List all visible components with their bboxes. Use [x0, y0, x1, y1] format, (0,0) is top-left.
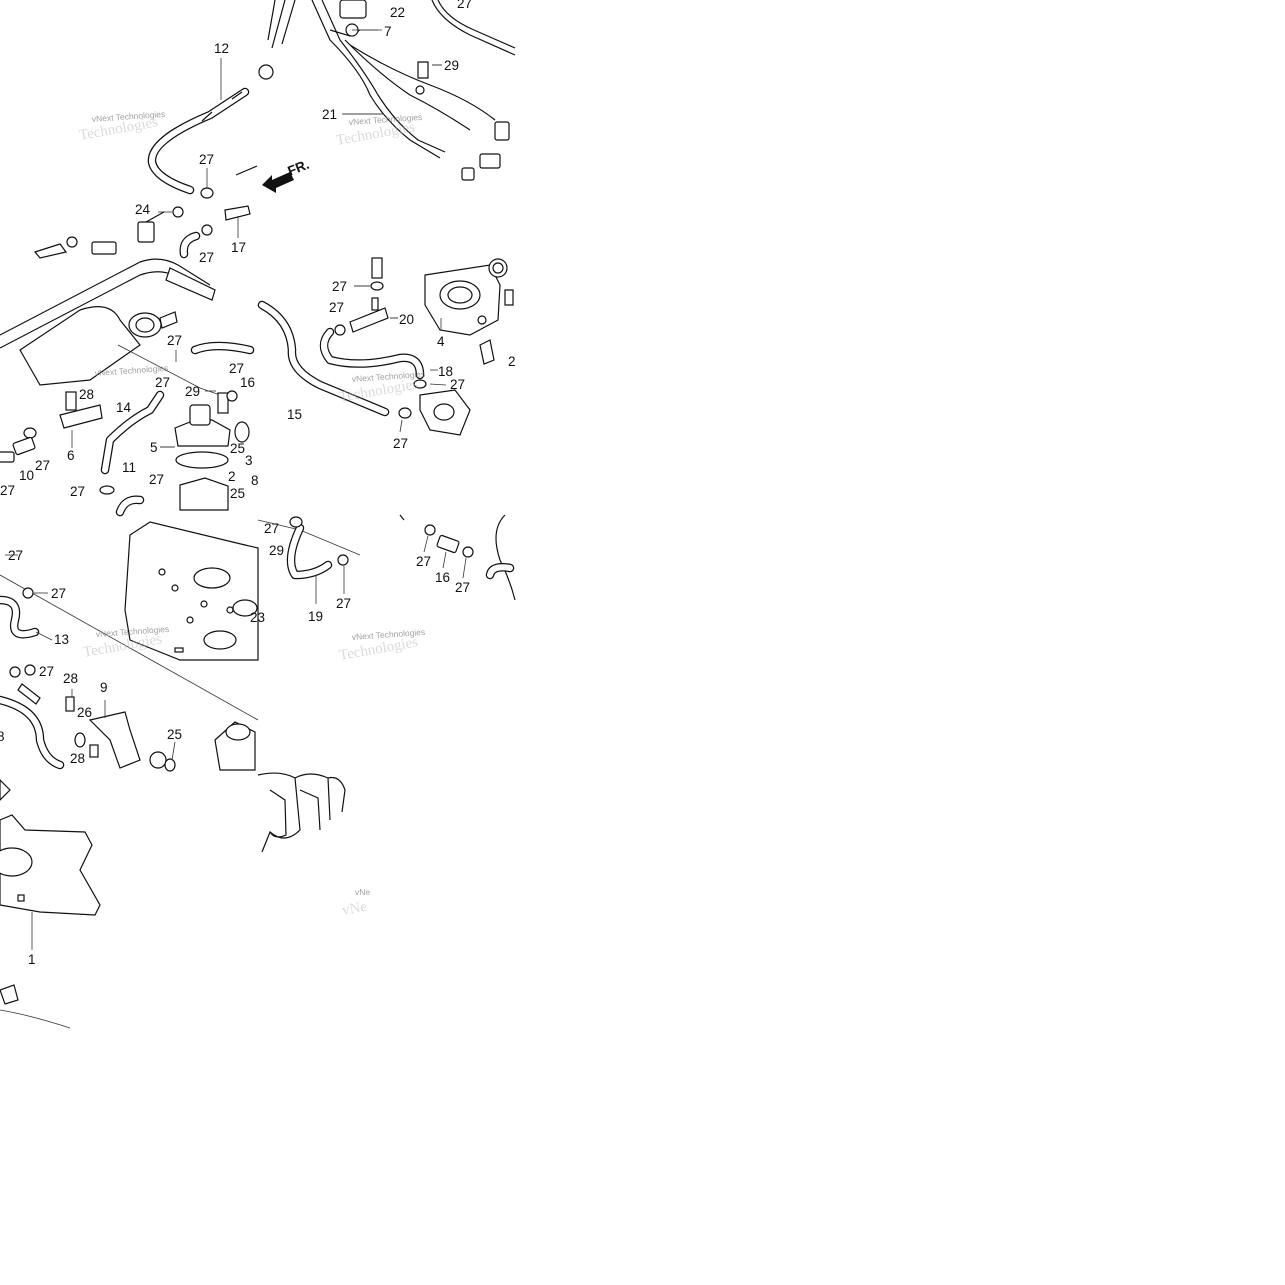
callout-label: 27 — [199, 152, 214, 167]
callout-label: 7 — [384, 24, 392, 39]
callout-label: 22 — [390, 5, 405, 20]
callout-label: 27 — [229, 361, 244, 376]
callout-label: 27 — [416, 554, 431, 569]
callout-label: 17 — [231, 240, 246, 255]
callout-label: 28 — [70, 751, 85, 766]
front-direction-arrow — [262, 172, 294, 193]
callout-labels: 22 27 7 12 29 21 27 24 17 27 27 27 20 4 … — [0, 0, 516, 967]
callout-label: 29 — [444, 58, 459, 73]
front-direction-label: FR. — [286, 157, 312, 179]
callout-label: 29 — [269, 543, 284, 558]
callout-label: 27 — [329, 300, 344, 315]
callout-label: 27 — [199, 250, 214, 265]
callout-label: 20 — [399, 312, 414, 327]
tile-hoses-19-16 — [286, 514, 516, 601]
callout-label: 12 — [214, 41, 229, 56]
tile-thermostat-housing — [257, 257, 514, 436]
callout-label: 28 — [63, 671, 78, 686]
callout-label: 27 — [457, 0, 472, 11]
tile-cylinder-head — [257, 772, 346, 853]
callout-label: 19 — [308, 609, 323, 624]
callout-label: 13 — [54, 632, 69, 647]
callout-label: 25 — [167, 727, 182, 742]
callout-label: 2 — [508, 354, 516, 369]
callout-label: 5 — [150, 440, 158, 455]
callout-label: 2 — [228, 469, 236, 484]
tile-hose-clamp-group — [33, 58, 274, 259]
callout-label: 27 — [35, 458, 50, 473]
callout-label: 27 — [455, 580, 470, 595]
callout-label: 21 — [322, 107, 337, 122]
callout-label: 27 — [8, 548, 23, 563]
callout-label: 8 — [0, 729, 5, 744]
callout-label: 27 — [70, 484, 85, 499]
callout-label: 1 — [28, 952, 36, 967]
callout-label: 27 — [336, 596, 351, 611]
callout-label: 27 — [393, 436, 408, 451]
callout-label: 27 — [39, 664, 54, 679]
callout-label: 14 — [116, 400, 132, 415]
callout-label: 16 — [435, 570, 450, 585]
callout-label: 27 — [332, 279, 347, 294]
callout-label: 11 — [122, 460, 136, 475]
callout-label: 27 — [264, 521, 279, 536]
callout-label: 15 — [287, 407, 302, 422]
callout-label: 27 — [149, 472, 164, 487]
callout-label: 9 — [100, 680, 108, 695]
watermark-partial-overlay: vNe — [341, 899, 369, 919]
callout-label: 4 — [437, 334, 445, 349]
callout-label: 25 — [230, 441, 245, 456]
tile-plate-and-pipes — [0, 519, 361, 772]
callout-label: 26 — [77, 705, 92, 720]
callout-label: 27 — [450, 377, 465, 392]
tile-wire-harness: FR. — [262, 0, 516, 193]
callout-label: 27 — [155, 375, 170, 390]
callout-label: 6 — [67, 448, 75, 463]
callout-label: 16 — [240, 375, 255, 390]
callout-label: 29 — [185, 384, 200, 399]
callout-label: 23 — [250, 610, 265, 625]
callout-label: 24 — [135, 202, 151, 217]
callout-label: 8 — [251, 473, 259, 488]
leader-lines — [5, 29, 467, 761]
callout-label: 3 — [245, 453, 253, 468]
callout-label: 27 — [167, 333, 182, 348]
callout-label: 25 — [230, 486, 245, 501]
tile-intake-manifold — [0, 258, 255, 517]
watermark-partial: vNe — [355, 887, 370, 897]
tile-base-plate — [0, 779, 101, 1029]
callout-label: 18 — [438, 364, 453, 379]
callout-label: 27 — [0, 483, 15, 498]
callout-label: 28 — [79, 387, 94, 402]
watermarks: vNext Technologies Technologies vNext Te… — [78, 109, 426, 919]
callout-label: 10 — [19, 468, 34, 483]
callout-label: 27 — [51, 586, 66, 601]
